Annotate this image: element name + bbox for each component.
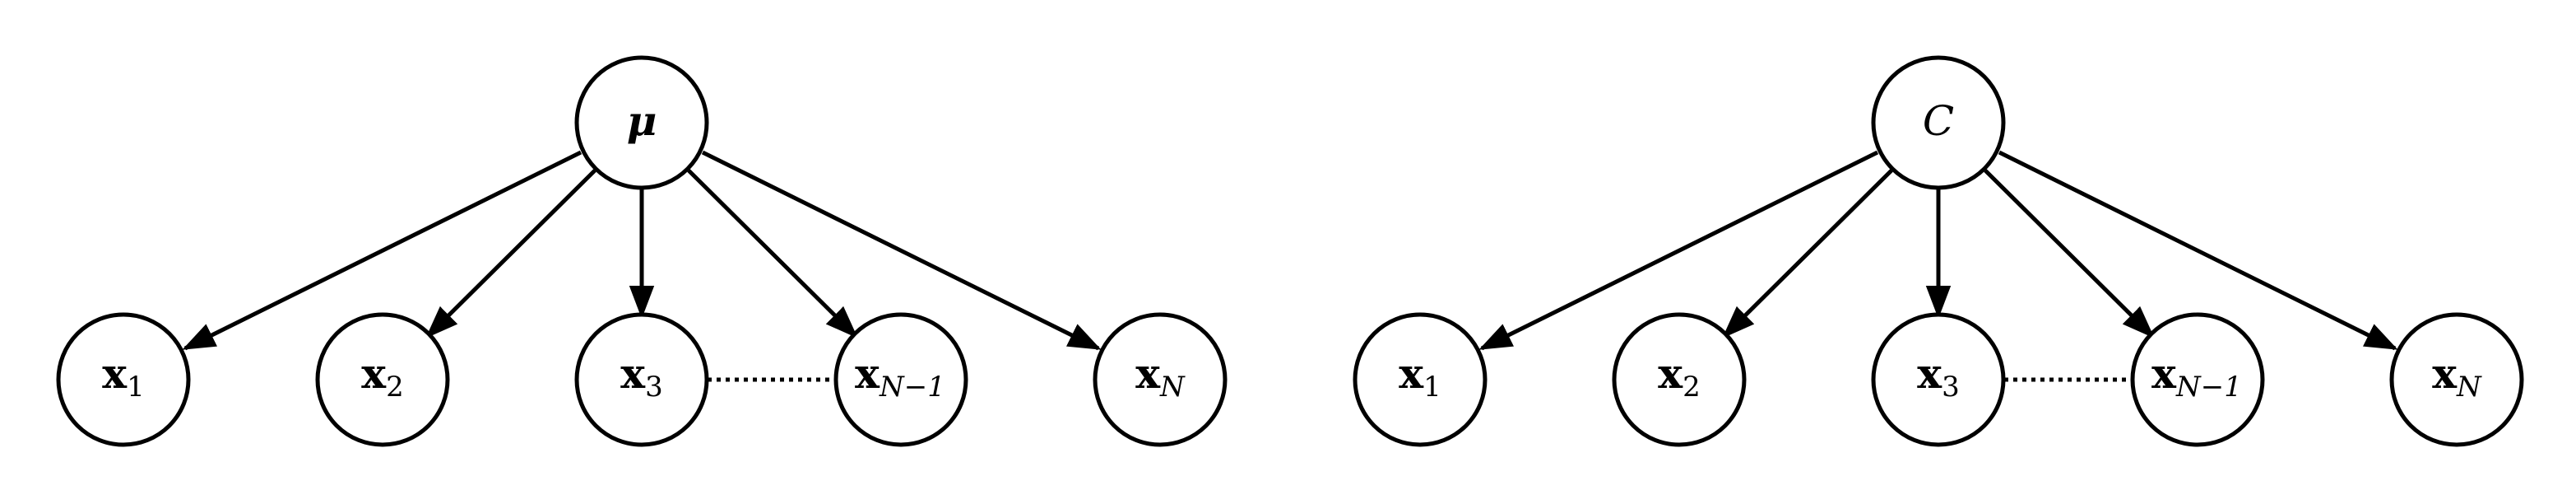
node-label-base: x [1658,349,1683,398]
node-xN: xN [1093,312,1228,447]
svg-text:x1: x1 [102,349,144,404]
svg-text:xN: xN [2432,349,2482,404]
node-label-base: x [1135,349,1161,398]
diagram-mu: μ x1 x2 x3 xN−1 [56,55,1228,447]
edge-c-to-xN-1 [1984,169,2155,338]
node-label-subscript: N [2456,371,2482,404]
svg-text:xN−1: xN−1 [2151,349,2242,404]
node-x2: x2 [315,312,450,447]
edge-mu-to-x1 [182,150,583,351]
edge-c-to-x1 [1478,150,1879,351]
svg-text:xN: xN [1135,349,1186,404]
edge-mu-to-x2 [425,169,596,338]
node-label-base: x [361,349,387,398]
node-label-subscript: N−1 [2175,371,2242,404]
node-xN-1: xN−1 [2130,312,2265,447]
diagram-c: C x1 x2 x3 xN−1 [1353,55,2524,447]
node-label-base: x [2432,349,2458,398]
node-mu: μ [574,55,709,190]
node-label-base: x [102,349,128,398]
node-c-label: C [1923,97,1954,145]
edge-c-to-x2 [1722,169,1893,338]
node-c: C [1871,55,2006,190]
node-label-base: x [620,349,646,398]
node-label-subscript: 2 [1683,371,1701,404]
node-x3: x3 [1871,312,2006,447]
edge-c-to-xN [1998,150,2398,351]
node-label-subscript: N−1 [879,371,945,404]
node-label-subscript: 1 [1423,371,1441,404]
svg-text:x3: x3 [1917,349,1959,404]
node-x2: x2 [1612,312,1747,447]
edge-mu-to-xN [701,150,1102,351]
node-xN-1: xN−1 [833,312,968,447]
node-x1: x1 [56,312,191,447]
node-label-base: x [1399,349,1424,398]
node-label-base: x [1917,349,1942,398]
node-label-base: x [2151,349,2177,398]
svg-text:x2: x2 [1658,349,1700,404]
node-label-subscript: 2 [386,371,404,404]
svg-text:x1: x1 [1399,349,1441,404]
node-mu-label: μ [627,96,657,145]
svg-text:x2: x2 [361,349,403,404]
node-label-base: x [855,349,880,398]
node-xN: xN [2389,312,2524,447]
node-label-subscript: N [1159,371,1186,404]
edge-mu-to-xN-1 [687,169,858,338]
svg-text:xN−1: xN−1 [855,349,945,404]
node-x1: x1 [1353,312,1488,447]
node-label-subscript: 1 [127,371,145,404]
node-x3: x3 [574,312,709,447]
node-label-subscript: 3 [645,371,663,404]
svg-text:x3: x3 [620,349,662,404]
node-label-subscript: 3 [1942,371,1960,404]
